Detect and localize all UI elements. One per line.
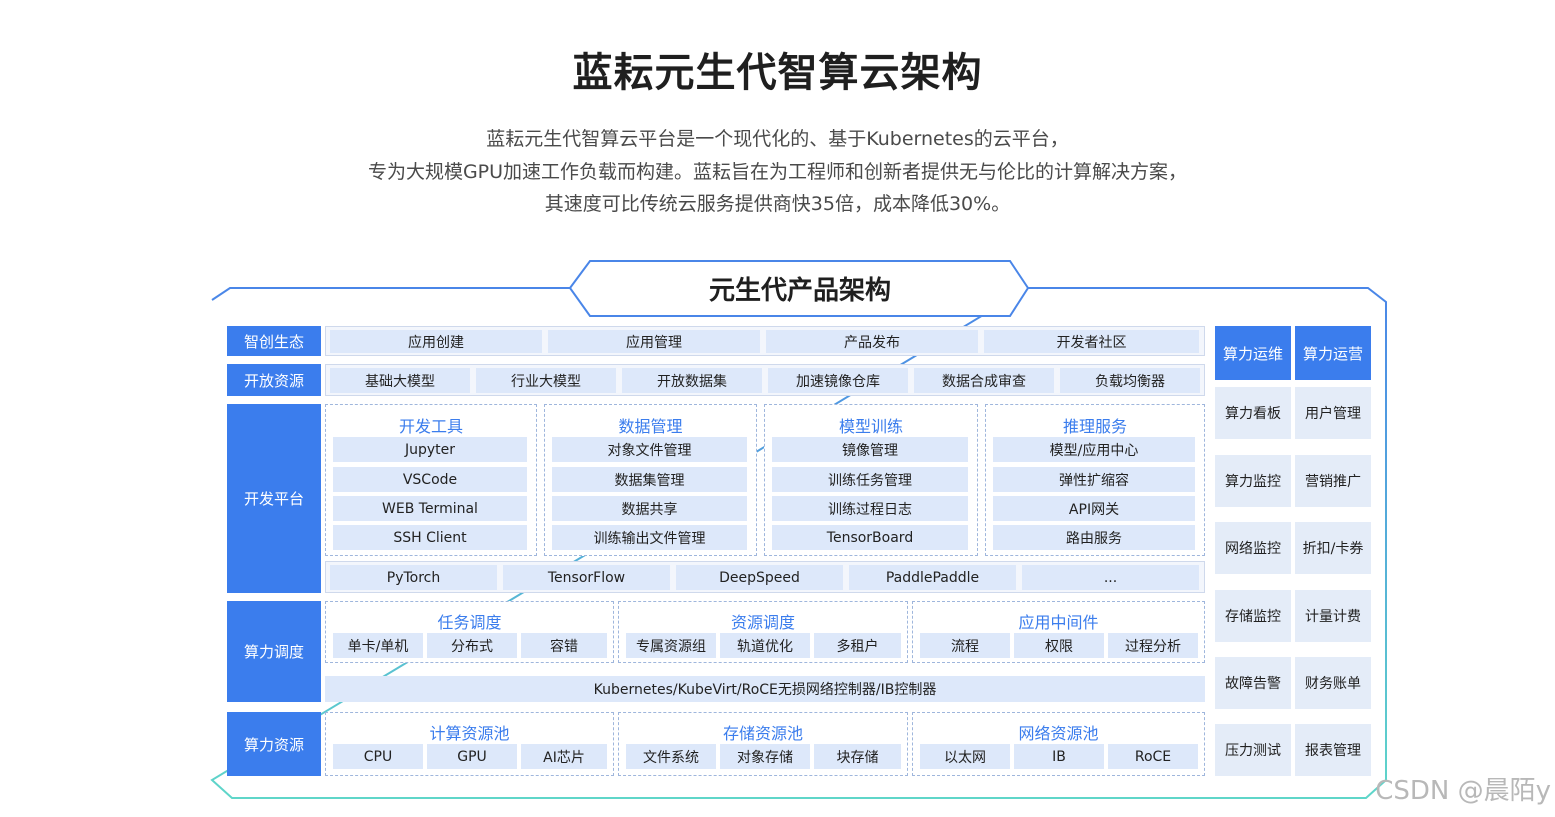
sched-item: 分布式 <box>427 633 517 658</box>
group-title: 应用中间件 <box>1018 613 1099 632</box>
open-resource-item: 开放数据集 <box>622 368 762 393</box>
dev-item: 数据集管理 <box>552 467 747 492</box>
sched-item: 容错 <box>521 633 607 658</box>
ecosystem-item: 开发者社区 <box>984 330 1199 353</box>
resource-item: RoCE <box>1108 744 1198 769</box>
dev-item: 路由服务 <box>993 525 1195 550</box>
sched-group-middleware: 应用中间件 流程 权限 过程分析 <box>912 601 1205 663</box>
side-head-ops: 算力运维 <box>1215 326 1291 380</box>
sched-group-resource: 资源调度 专属资源组 轨道优化 多租户 <box>618 601 908 663</box>
layer-label-scheduling: 算力调度 <box>227 601 321 702</box>
resource-item: 对象存储 <box>720 744 810 769</box>
framework-item: DeepSpeed <box>676 565 843 590</box>
intro-line-3: 其速度可比传统云服务提供商快35倍，成本降低30%。 <box>544 193 1011 215</box>
dev-group-training: 模型训练 镜像管理 训练任务管理 训练过程日志 TensorBoard <box>764 404 978 556</box>
open-resource-item: 加速镜像仓库 <box>768 368 908 393</box>
dev-group-data: 数据管理 对象文件管理 数据集管理 数据共享 训练输出文件管理 <box>544 404 757 556</box>
open-resource-item: 数据合成审查 <box>914 368 1054 393</box>
dev-item: WEB Terminal <box>333 496 527 521</box>
ecosystem-row: 应用创建 应用管理 产品发布 开发者社区 <box>325 326 1205 356</box>
layer-label-dev-platform: 开发平台 <box>227 404 321 593</box>
group-title: 任务调度 <box>437 613 502 632</box>
sched-item: 轨道优化 <box>720 633 810 658</box>
open-resource-item: 基础大模型 <box>330 368 470 393</box>
open-resource-item: 行业大模型 <box>476 368 616 393</box>
page-title: 蓝耘元生代智算云架构 <box>572 50 983 96</box>
ecosystem-item: 应用创建 <box>330 330 542 353</box>
biz-item: 营销推广 <box>1295 455 1371 507</box>
dev-item: 镜像管理 <box>772 437 968 462</box>
group-title: 网络资源池 <box>1018 724 1099 743</box>
resource-item: GPU <box>427 744 517 769</box>
ops-item: 算力监控 <box>1215 455 1291 507</box>
group-title: 模型训练 <box>838 417 903 436</box>
watermark: CSDN @晨陌y <box>1375 776 1551 806</box>
sched-item: 单卡/单机 <box>333 633 423 658</box>
framework-item: PyTorch <box>330 565 497 590</box>
framework-item: ... <box>1022 565 1199 590</box>
sched-item: 流程 <box>920 633 1010 658</box>
sched-item: 专属资源组 <box>626 633 716 658</box>
group-title: 推理服务 <box>1062 417 1127 436</box>
dev-item: Jupyter <box>333 437 527 462</box>
group-title: 计算资源池 <box>429 724 510 743</box>
dev-item: 对象文件管理 <box>552 437 747 462</box>
dev-item: VSCode <box>333 467 527 492</box>
dev-item: SSH Client <box>333 525 527 550</box>
dev-item: 数据共享 <box>552 496 747 521</box>
open-resource-item: 负载均衡器 <box>1060 368 1200 393</box>
ops-item: 存储监控 <box>1215 590 1291 642</box>
controller-bar: Kubernetes/KubeVirt/RoCE无损网络控制器/IB控制器 <box>325 676 1205 702</box>
dev-group-tools: 开发工具 Jupyter VSCode WEB Terminal SSH Cli… <box>325 404 537 556</box>
ops-item: 算力看板 <box>1215 387 1291 439</box>
dev-item: 模型/应用中心 <box>993 437 1195 462</box>
open-resources-row: 基础大模型 行业大模型 开放数据集 加速镜像仓库 数据合成审查 负载均衡器 <box>325 364 1205 396</box>
group-title: 资源调度 <box>730 613 795 632</box>
group-title: 存储资源池 <box>722 724 803 743</box>
resource-item: CPU <box>333 744 423 769</box>
resource-item: 块存储 <box>814 744 901 769</box>
ops-item: 压力测试 <box>1215 724 1291 776</box>
dev-item: API网关 <box>993 496 1195 521</box>
ops-item: 故障告警 <box>1215 657 1291 709</box>
group-title: 数据管理 <box>618 417 683 436</box>
ops-item: 网络监控 <box>1215 522 1291 574</box>
biz-item: 财务账单 <box>1295 657 1371 709</box>
frameworks-row: PyTorch TensorFlow DeepSpeed PaddlePaddl… <box>325 561 1205 593</box>
architecture-title: 元生代产品架构 <box>708 276 891 306</box>
ecosystem-item: 应用管理 <box>548 330 760 353</box>
intro-line-2: 专为大规模GPU加速工作负载而构建。蓝耘旨在为工程师和创新者提供无与伦比的计算解… <box>367 161 1188 183</box>
framework-item: TensorFlow <box>503 565 670 590</box>
res-group-storage: 存储资源池 文件系统 对象存储 块存储 <box>618 712 908 776</box>
biz-item: 计量计费 <box>1295 590 1371 642</box>
sched-item: 过程分析 <box>1108 633 1198 658</box>
res-group-compute: 计算资源池 CPU GPU AI芯片 <box>325 712 614 776</box>
resource-item: IB <box>1014 744 1104 769</box>
dev-item: TensorBoard <box>772 525 968 550</box>
biz-item: 折扣/卡券 <box>1295 522 1371 574</box>
res-group-network: 网络资源池 以太网 IB RoCE <box>912 712 1205 776</box>
intro-line-1: 蓝耘元生代智算云平台是一个现代化的、基于Kubernetes的云平台， <box>486 128 1069 150</box>
ecosystem-item: 产品发布 <box>766 330 978 353</box>
dev-item: 训练任务管理 <box>772 467 968 492</box>
resource-item: 文件系统 <box>626 744 716 769</box>
layer-label-open-resources: 开放资源 <box>227 364 321 396</box>
group-title: 开发工具 <box>398 417 463 436</box>
biz-item: 报表管理 <box>1295 724 1371 776</box>
resource-item: 以太网 <box>920 744 1010 769</box>
side-head-biz: 算力运营 <box>1295 326 1371 380</box>
dev-item: 训练过程日志 <box>772 496 968 521</box>
dev-item: 训练输出文件管理 <box>552 525 747 550</box>
sched-item: 权限 <box>1014 633 1104 658</box>
sched-group-task: 任务调度 单卡/单机 分布式 容错 <box>325 601 614 663</box>
layer-label-ecosystem: 智创生态 <box>227 326 321 356</box>
resource-item: AI芯片 <box>521 744 607 769</box>
sched-item: 多租户 <box>814 633 901 658</box>
biz-item: 用户管理 <box>1295 387 1371 439</box>
framework-item: PaddlePaddle <box>849 565 1016 590</box>
dev-item: 弹性扩缩容 <box>993 467 1195 492</box>
dev-group-inference: 推理服务 模型/应用中心 弹性扩缩容 API网关 路由服务 <box>985 404 1205 556</box>
layer-label-resources: 算力资源 <box>227 712 321 776</box>
